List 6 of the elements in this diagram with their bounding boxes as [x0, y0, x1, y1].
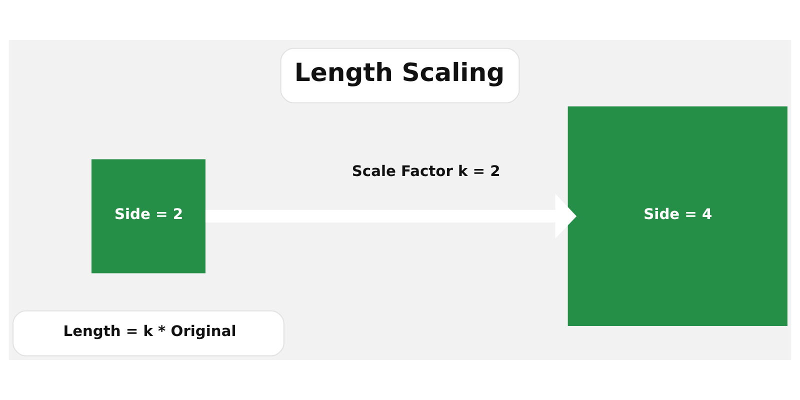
- edge-label: Scale Factor k = 2: [352, 163, 500, 180]
- node-box: Length = k * Original: [12, 310, 284, 356]
- arrow: [205, 194, 577, 238]
- node-box: Side = 2: [92, 159, 206, 274]
- node-box: Side = 4: [568, 106, 788, 326]
- diagram-title: Length Scaling: [294, 58, 505, 87]
